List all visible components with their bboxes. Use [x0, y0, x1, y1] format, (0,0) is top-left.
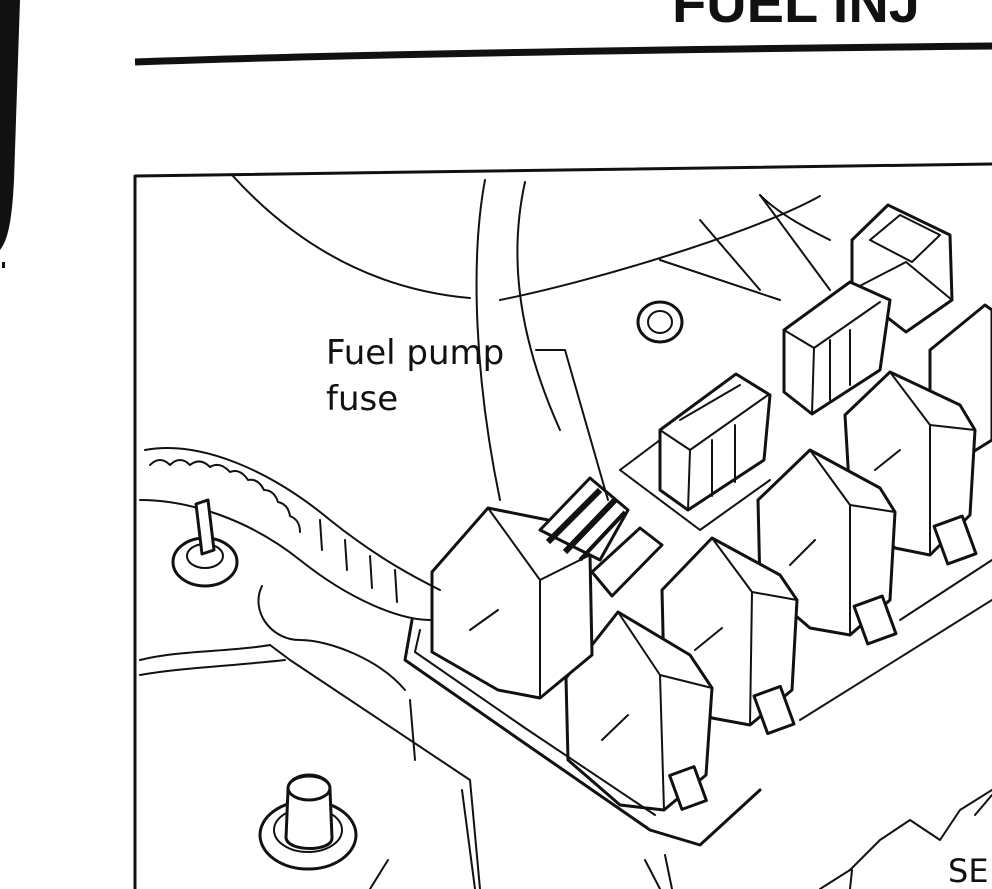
diagram-frame — [133, 162, 992, 889]
fuse-row — [619, 280, 892, 531]
wire-harness — [139, 447, 441, 691]
heading-rule — [134, 42, 992, 66]
background-screw — [636, 300, 684, 344]
fuel-pump-fuse — [538, 476, 664, 598]
fuel-pump-fuse-label-line1: Fuel pump — [326, 333, 504, 373]
scan-edge-shadow — [0, 0, 20, 250]
scan-speck — [2, 262, 5, 268]
relay-blocks — [430, 303, 992, 812]
bottom-connector — [819, 789, 992, 889]
fuel-pump-fuse-leader — [535, 349, 609, 501]
bottom-right-label: SE — [948, 852, 989, 889]
knob — [258, 773, 358, 871]
background-structure — [231, 174, 831, 501]
lower-left-structure — [139, 644, 481, 889]
fuel-pump-fuse-label-line2: fuse — [326, 379, 398, 419]
fuse-box-housing — [403, 514, 992, 889]
post-terminal — [171, 498, 239, 588]
page-heading: FUEL INJ — [672, 0, 920, 34]
